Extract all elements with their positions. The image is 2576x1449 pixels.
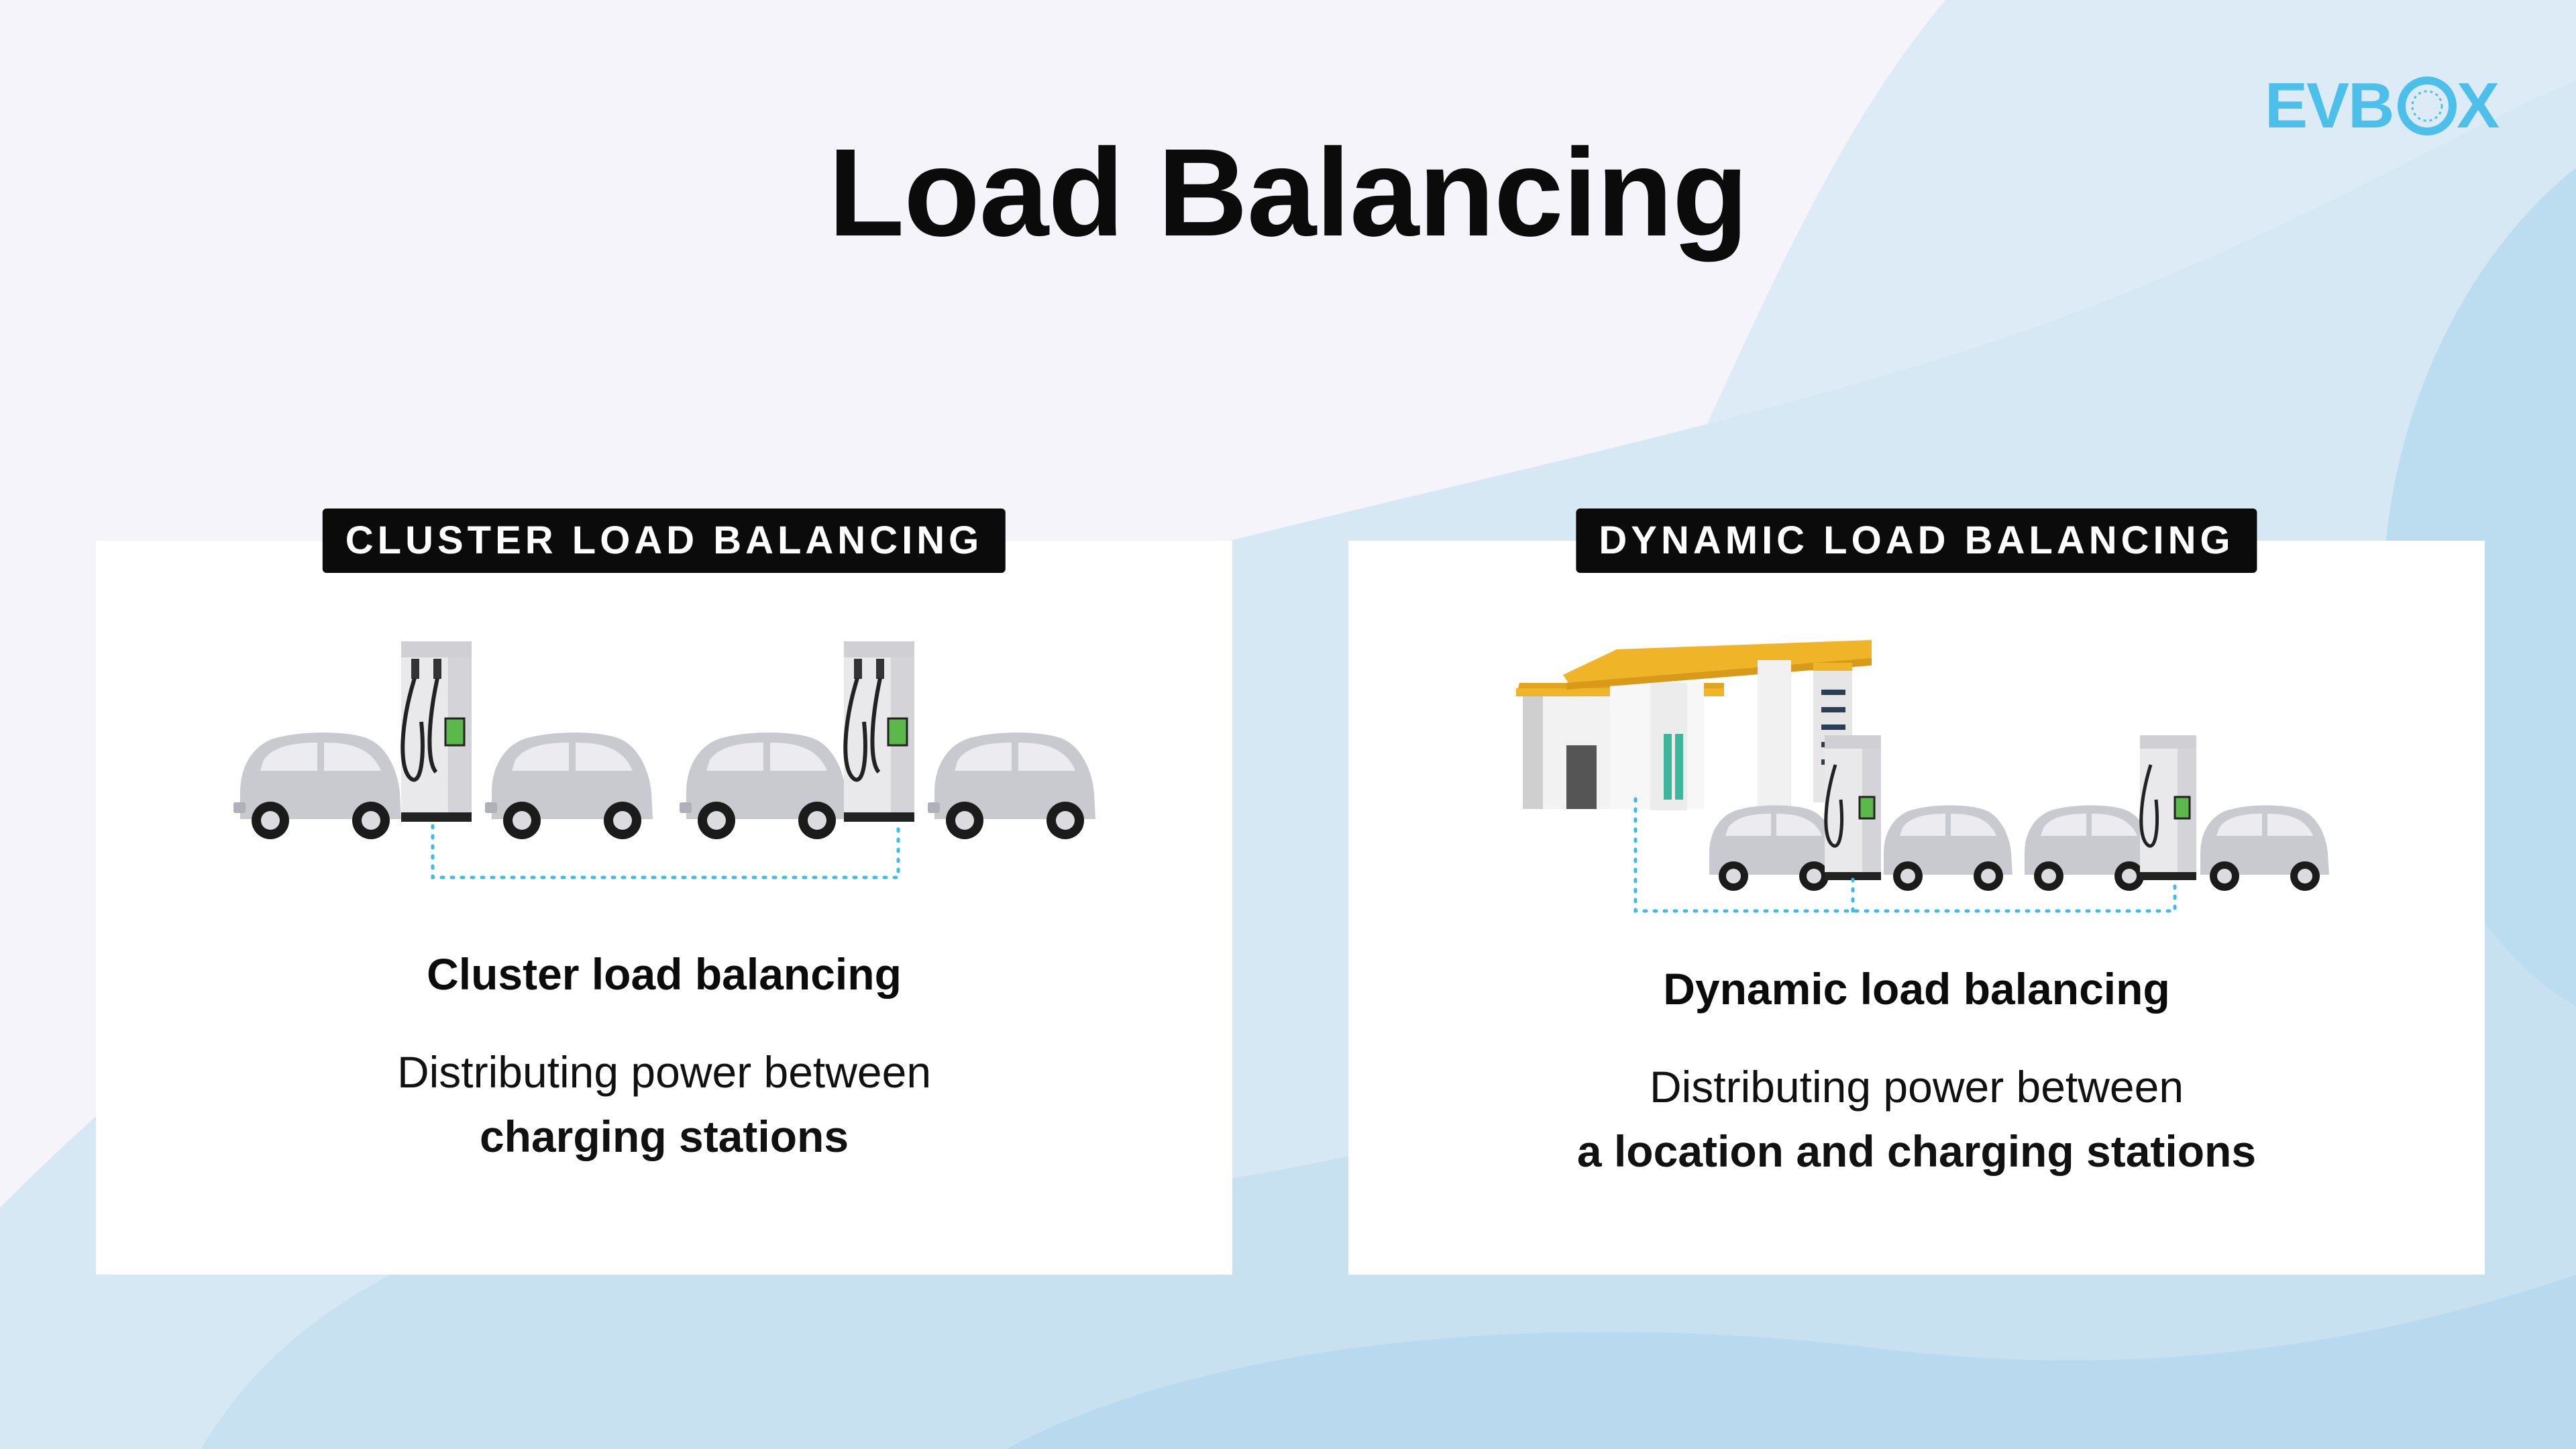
- car-icon: [680, 733, 847, 839]
- dynamic-heading: Dynamic load balancing: [1663, 964, 2170, 1014]
- page-title: Load Balancing: [828, 123, 1749, 262]
- cluster-tag: CLUSTER LOAD BALANCING: [322, 508, 1006, 573]
- cluster-illustration: [233, 541, 1095, 879]
- car-icon: [485, 733, 653, 839]
- car-icon: [2025, 805, 2153, 891]
- car-icon: [928, 733, 1095, 839]
- car-icon: [2200, 805, 2329, 891]
- dynamic-description: Distributing power between a location an…: [1348, 1055, 2485, 1183]
- charger-icon: [401, 641, 472, 822]
- cluster-desc-line1: Distributing power between: [396, 1047, 932, 1097]
- gas-station-icon: [1516, 640, 1872, 813]
- evbox-logo: EVB X: [2265, 72, 2500, 140]
- charger-icon: [844, 641, 914, 822]
- cluster-desc-line2: charging stations: [479, 1112, 849, 1161]
- car-icon: [1884, 805, 2012, 891]
- svg-text:EVB: EVB: [2265, 72, 2393, 140]
- car-icon: [233, 733, 401, 839]
- connector-line: [1633, 797, 2177, 913]
- cluster-card: CLUSTER LOAD BALANCING: [96, 508, 1232, 1275]
- dynamic-desc-line2: a location and charging stations: [1576, 1126, 2257, 1176]
- cluster-heading: Cluster load balancing: [427, 949, 902, 999]
- charger-icon: [1825, 735, 1881, 880]
- dynamic-tag: DYNAMIC LOAD BALANCING: [1576, 508, 2257, 573]
- svg-text:X: X: [2457, 72, 2500, 140]
- car-icon: [1709, 805, 1838, 891]
- dynamic-illustration: [1516, 640, 2329, 913]
- dynamic-card: DYNAMIC LOAD BALANCING: [1348, 508, 2485, 1275]
- dynamic-desc-line1: Distributing power between: [1649, 1062, 2184, 1112]
- cluster-description: Distributing power between charging stat…: [96, 1040, 1232, 1169]
- connector-line: [431, 824, 900, 879]
- charger-icon: [2140, 735, 2196, 880]
